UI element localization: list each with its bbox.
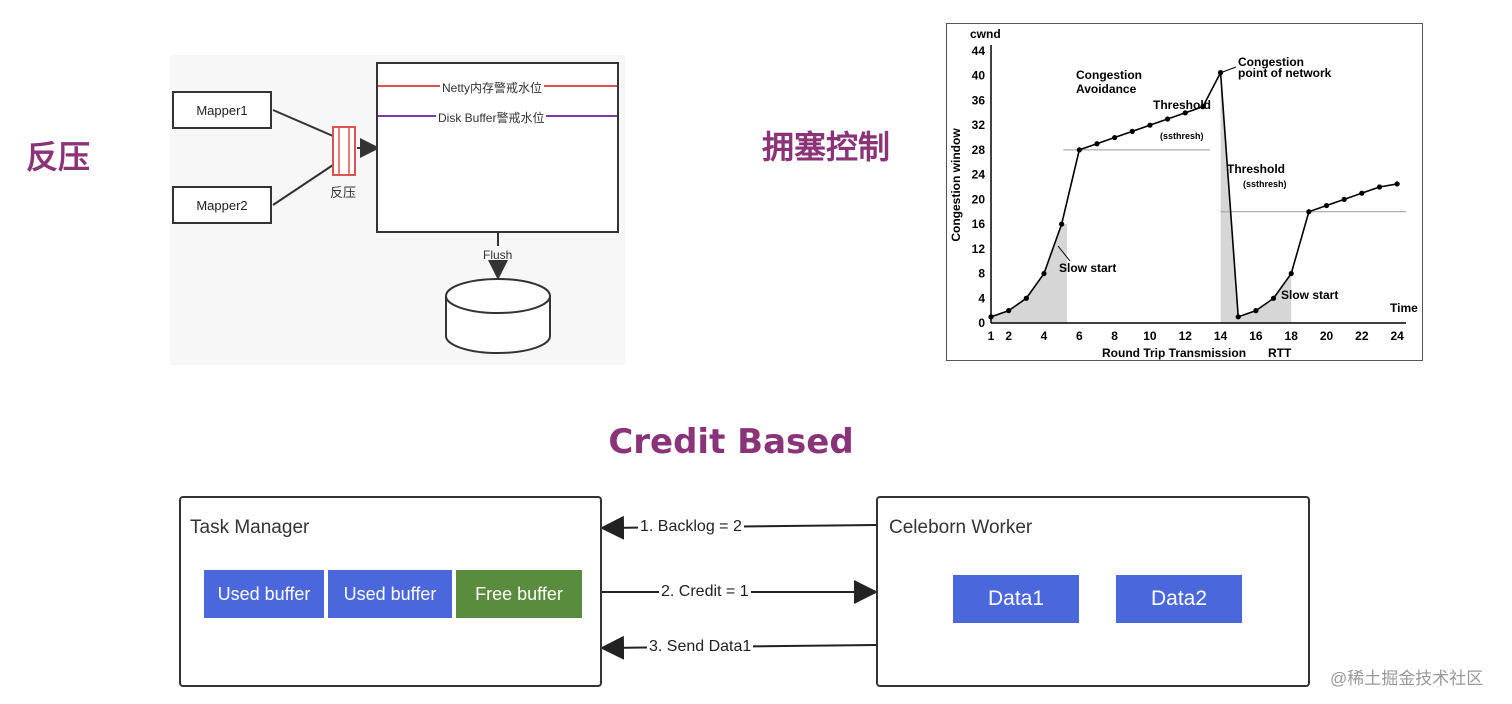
- y-tick-label: 4: [978, 291, 985, 305]
- cwnd-unit-label: cwnd: [970, 27, 1001, 41]
- x-tick-label: 4: [1041, 329, 1048, 343]
- cwnd-point: [1006, 308, 1012, 314]
- slow-start-label-2: Slow start: [1281, 288, 1338, 302]
- cwnd-point: [1270, 295, 1277, 301]
- backlog-message: 1. Backlog = 2: [638, 518, 744, 536]
- cwnd-point: [1394, 181, 1400, 187]
- slow-start-pointer: [1057, 245, 1071, 262]
- congestion-avoidance-label-2: Avoidance: [1076, 82, 1137, 96]
- free-buffer: Free buffer: [456, 570, 582, 618]
- cwnd-point: [1306, 209, 1312, 215]
- y-tick-label: 20: [972, 192, 986, 206]
- congestion-point-label: Congestion: [1238, 55, 1304, 69]
- used-buffer-2: Used buffer: [328, 570, 452, 618]
- cwnd-point: [1112, 134, 1118, 141]
- x-tick-label: 20: [1320, 329, 1334, 343]
- y-tick-label: 28: [972, 143, 986, 157]
- x-axis-label-suffix: RTT: [1268, 346, 1292, 360]
- ssthresh-label-2: (ssthresh): [1243, 179, 1287, 189]
- cwnd-point: [1253, 308, 1259, 314]
- cwnd-point: [1200, 104, 1206, 110]
- flush-label: Flush: [483, 248, 513, 262]
- cwnd-point: [1376, 184, 1383, 190]
- data2-block: Data2: [1116, 575, 1242, 623]
- congestion-point-pointer: [1219, 66, 1237, 74]
- slow-start-region-2: [1220, 72, 1292, 323]
- y-tick-label: 32: [972, 118, 986, 132]
- y-tick-label: 0: [978, 316, 985, 330]
- y-tick-label: 16: [972, 217, 986, 231]
- threshold-label-1: Threshold: [1153, 98, 1211, 112]
- cwnd-point: [1359, 190, 1365, 196]
- credit-based-title: Credit Based: [608, 422, 854, 462]
- x-tick-label: 6: [1076, 329, 1083, 343]
- x-tick-label: 14: [1214, 329, 1228, 343]
- cwnd-point: [1094, 141, 1100, 147]
- cwnd-point: [1323, 202, 1330, 209]
- valve-label: 反压: [330, 185, 357, 200]
- cwnd-point: [1288, 270, 1294, 277]
- cwnd-point: [1235, 314, 1241, 320]
- x-axis-label: Round Trip Transmission: [1102, 346, 1246, 360]
- mapper2-box: Mapper2: [172, 186, 272, 224]
- x-tick-label: 12: [1179, 329, 1193, 343]
- x-tick-label: 24: [1390, 329, 1404, 343]
- cwnd-point: [1164, 116, 1171, 122]
- cwnd-point: [1129, 128, 1135, 134]
- congestion-avoidance-label: Congestion: [1076, 68, 1142, 82]
- y-tick-label: 36: [972, 93, 986, 107]
- watermark: @稀土掘金技术社区: [1330, 669, 1484, 688]
- x-tick-label: 10: [1143, 329, 1157, 343]
- y-axis-label: Congestion window: [949, 128, 963, 242]
- time-label: Time: [1390, 301, 1418, 315]
- backpressure-title: 反压: [26, 138, 91, 176]
- ssthresh-label-1: (ssthresh): [1160, 131, 1204, 141]
- y-tick-label: 44: [972, 44, 986, 58]
- used-buffer-1: Used buffer: [204, 570, 324, 618]
- y-tick-label: 40: [972, 69, 986, 83]
- y-tick-label: 8: [978, 267, 985, 281]
- slow-start-region-1: [991, 224, 1067, 323]
- disk-watermark-label: Disk Buffer警戒水位: [436, 109, 547, 126]
- congestion-point-label-2: point of network: [1238, 66, 1332, 80]
- cwnd-point: [1023, 295, 1029, 301]
- threshold-label-2: Threshold: [1227, 162, 1285, 176]
- x-tick-label: 2: [1005, 329, 1012, 343]
- x-tick-label: 22: [1355, 329, 1369, 343]
- cwnd-point: [1341, 196, 1347, 202]
- netty-watermark-label: Netty内存警戒水位: [440, 79, 545, 96]
- send-data-message: 3. Send Data1: [647, 638, 754, 656]
- task-manager-label: Task Manager: [190, 517, 310, 538]
- cwnd-point: [1041, 270, 1047, 277]
- congestion-control-title: 拥塞控制: [762, 128, 891, 166]
- y-tick-label: 24: [972, 168, 986, 182]
- x-tick-label: 16: [1249, 329, 1263, 343]
- celeborn-worker-label: Celeborn Worker: [889, 517, 1033, 538]
- cwnd-point: [1147, 122, 1153, 128]
- data1-block: Data1: [953, 575, 1079, 623]
- mapper1-box: Mapper1: [172, 91, 272, 129]
- x-tick-label: 1: [988, 329, 995, 343]
- y-tick-label: 12: [972, 242, 986, 256]
- cwnd-line: [990, 69, 1398, 318]
- cwnd-point: [988, 314, 994, 320]
- cwnd-point: [1059, 221, 1065, 227]
- slow-start-label-1: Slow start: [1059, 261, 1116, 275]
- cwnd-point: [1182, 110, 1188, 116]
- x-tick-label: 18: [1285, 329, 1299, 343]
- x-tick-label: 8: [1111, 329, 1118, 343]
- cwnd-point: [1076, 147, 1082, 153]
- credit-message: 2. Credit = 1: [659, 583, 751, 601]
